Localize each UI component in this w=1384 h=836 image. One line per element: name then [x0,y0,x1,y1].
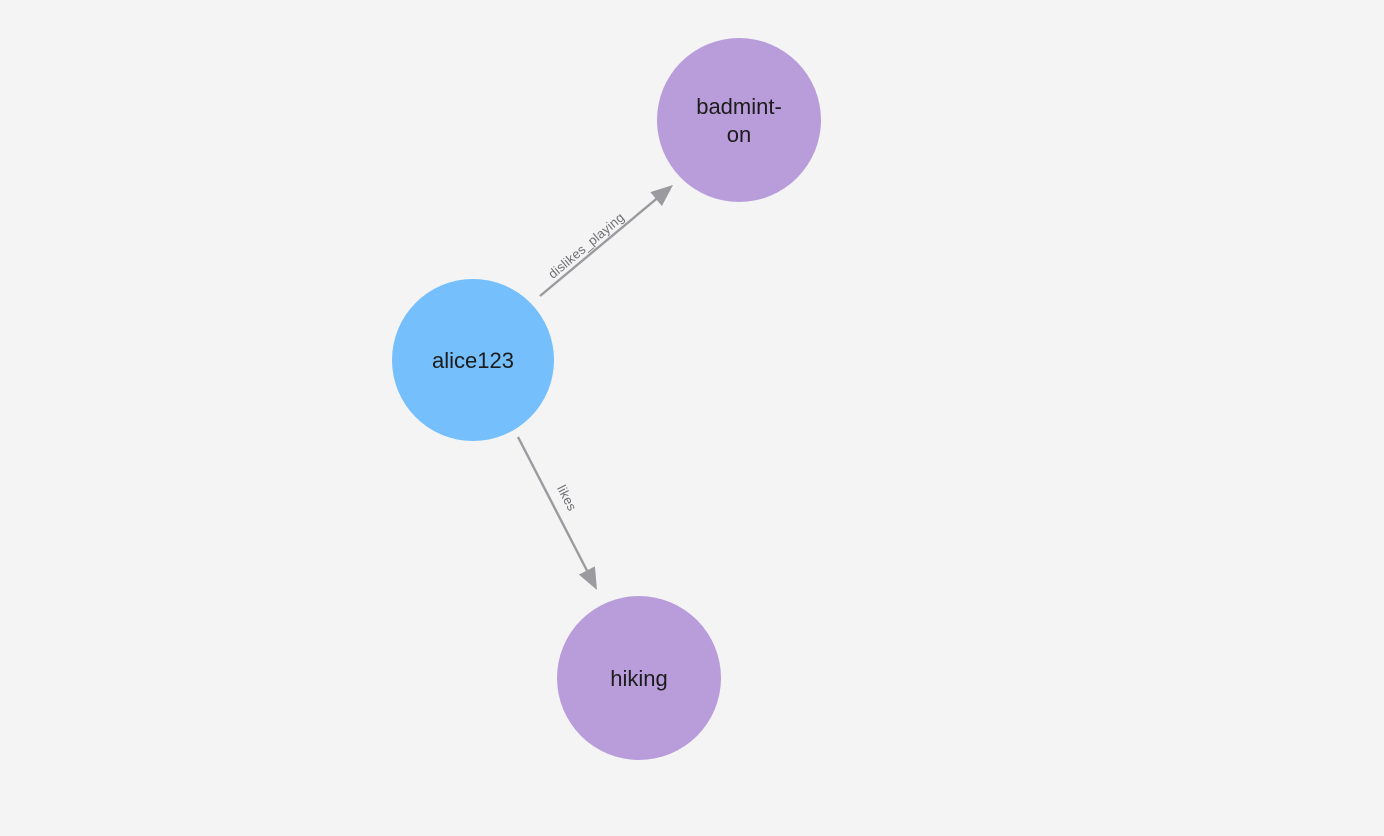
edge-arrowhead-dislikes-playing [650,185,673,207]
nodes-layer: badmint- on alice123 hiking [392,38,821,760]
node-hiking[interactable]: hiking [557,596,721,760]
node-badminton[interactable]: badmint- on [657,38,821,202]
edge-label-likes: likes [554,482,580,513]
edge-label-dislikes-playing: dislikes_playing [545,210,627,282]
node-circle-badminton[interactable] [657,38,821,202]
edge-line-likes [516,436,590,575]
node-circle-hiking[interactable] [557,596,721,760]
edge-dislikes-playing[interactable]: dislikes_playing [539,185,673,297]
edge-line-dislikes-playing [539,195,660,297]
edge-arrowhead-likes [578,566,597,590]
node-alice123[interactable]: alice123 [392,279,554,441]
edge-likes[interactable]: likes [516,436,597,590]
node-circle-alice123[interactable] [392,279,554,441]
